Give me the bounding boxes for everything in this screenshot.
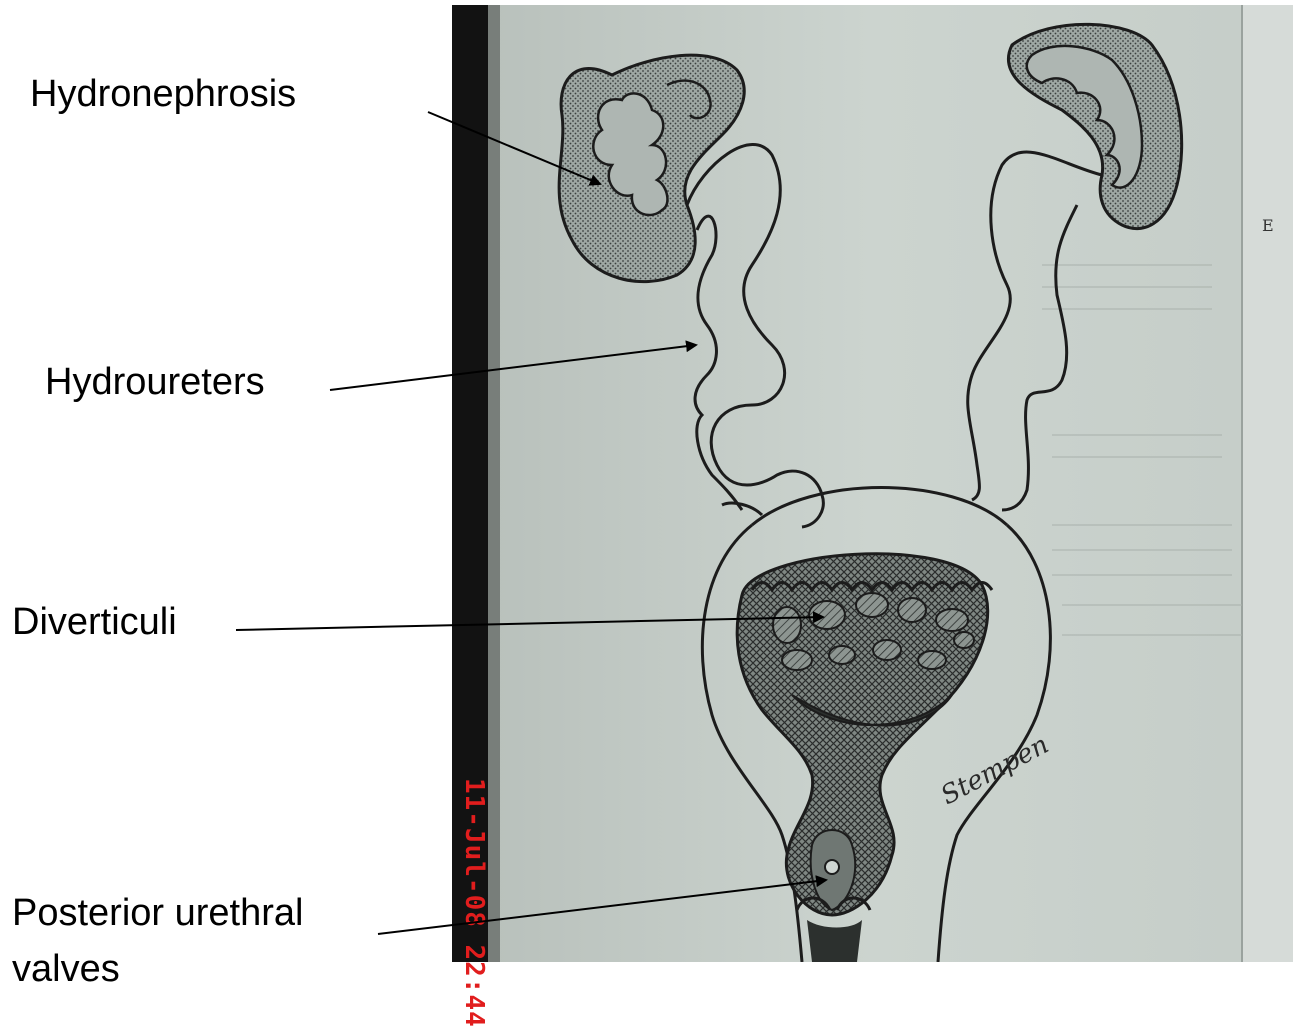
label-diverticuli: Diverticuli (12, 600, 177, 646)
label-hydroureters: Hydroureters (45, 360, 265, 406)
book-page-photo: E (452, 5, 1293, 962)
date-stamp: 11-Jul-08 22:44 (459, 778, 489, 1028)
label-hydronephrosis: Hydronephrosis (30, 72, 296, 118)
label-posterior-urethral-valves: Posterior urethral valves (12, 885, 303, 997)
label-valves-line2: valves (12, 941, 303, 997)
next-page-edge (1242, 5, 1293, 962)
margin-letter: E (1262, 216, 1274, 235)
label-valves-line1: Posterior urethral (12, 885, 303, 941)
